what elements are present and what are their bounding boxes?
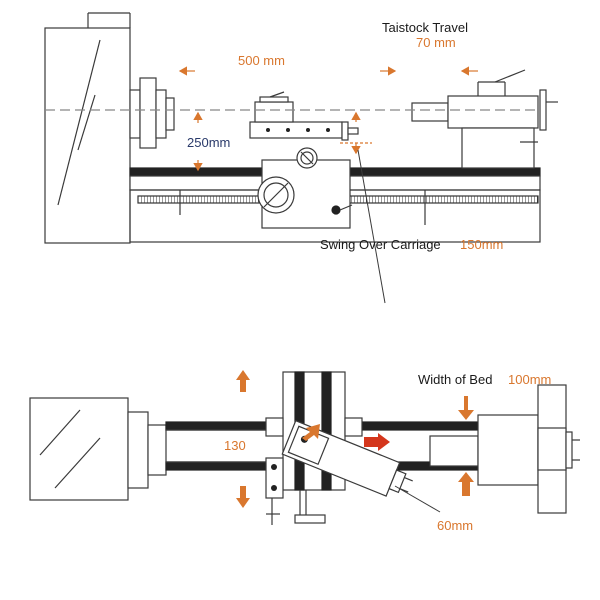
bottom-lathe — [29, 371, 580, 525]
center-height: 250mm — [187, 135, 230, 150]
spindle-length: 500 mm — [238, 53, 285, 68]
swing-leader — [357, 149, 386, 304]
top-dimension-arrows — [178, 66, 478, 172]
cross-slide — [249, 91, 359, 141]
headstock — [44, 12, 131, 244]
swing-title: Swing Over Carriage — [320, 237, 441, 252]
compound-travel: 60mm — [437, 518, 473, 533]
cross-travel: 130 — [224, 438, 246, 453]
bed-value: 100mm — [508, 372, 551, 387]
bed-title: Width of Bed — [418, 372, 492, 387]
chuck — [129, 77, 175, 149]
bottom-arrows — [236, 370, 474, 508]
tailstock-plan — [429, 384, 580, 514]
tailstock-title: Taistock Travel — [382, 20, 468, 35]
carriage — [257, 147, 353, 229]
tailstock — [411, 69, 558, 169]
swing-value: 150mm — [460, 237, 503, 252]
headstock-plan — [29, 397, 167, 501]
top-lathe — [44, 12, 558, 244]
compound-leader — [394, 485, 441, 513]
tailstock-value: 70 mm — [416, 35, 456, 50]
